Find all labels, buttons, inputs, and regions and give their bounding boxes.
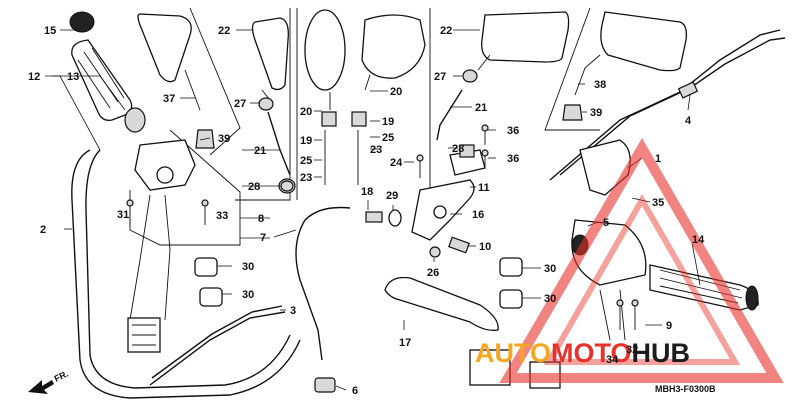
screws [126,124,639,330]
callout-27-right: 27 [434,71,446,83]
watermark-auto: AUTO [475,338,551,368]
callout-22-left: 22 [218,25,230,37]
automotohub-watermark: AUTOMOTOHUB [475,138,784,383]
callout-39-right: 39 [590,107,602,119]
callout-28-right: 28 [452,143,464,155]
callout-12: 12 [28,71,40,83]
callout-25-left: 25 [300,155,312,167]
callout-30-left-b: 30 [242,289,254,301]
mirror-right [562,11,688,121]
grip-left [69,11,146,133]
throttle-cable [549,29,786,181]
callout-38: 38 [594,79,606,91]
cable-3 [149,305,286,386]
callout-14: 14 [692,234,705,246]
clamp-30-left-b [199,287,223,307]
front-indicator-label: FR. [53,369,70,384]
callout-6: 6 [352,385,358,397]
part-labels: 15 13 12 37 39 22 27 21 28 20 19 25 23 2… [28,25,716,397]
callout-32: 32 [626,344,638,356]
callout-20-left: 20 [300,106,312,118]
group-box-left-mirror [189,7,241,156]
callout-3: 3 [290,305,296,317]
clamp-30-right-b [499,289,523,309]
group-box-mirror-20 [296,8,431,200]
watermark-text: AUTOMOTOHUB [475,338,690,368]
callout-31: 31 [117,209,129,221]
callout-36-top: 36 [507,125,519,137]
callout-7: 7 [260,232,266,244]
watermark-hub: HUB [632,338,691,368]
callout-36-bottom: 36 [507,153,519,165]
callout-9: 9 [666,320,672,332]
bolt-18-washer-29 [365,209,402,227]
leader-lines [45,29,701,391]
switch-left-assembly [127,139,196,353]
lever-bracket [411,149,486,241]
callout-16: 16 [472,209,484,221]
callout-17: 17 [399,337,411,349]
callout-2: 2 [40,224,46,236]
callout-21-left: 21 [254,145,266,157]
clutch-cable-left [71,149,301,399]
callout-25-right: 25 [382,132,394,144]
group-box-mirror-right [544,7,600,131]
mirror-22-left [251,17,296,194]
callout-13: 13 [67,71,79,83]
mirror-20-center [304,9,346,185]
clamp-30-left-a [194,257,218,277]
watermark-moto: MOTO [551,338,632,368]
diagram-code: MBH3-F0300B [655,384,716,394]
callout-27-left: 27 [234,98,246,110]
callout-18: 18 [361,186,373,198]
callout-30-right-b: 30 [544,293,556,305]
callout-34: 34 [606,354,619,366]
callout-10: 10 [479,241,491,253]
mirror-20-right [351,14,426,185]
callout-30-right-a: 30 [544,263,556,275]
clutch-lever [384,276,499,331]
callout-24: 24 [390,157,403,169]
callout-8: 8 [258,213,264,225]
clamp-30-right-a [499,257,523,277]
callout-28-left: 28 [248,181,260,193]
callout-15: 15 [44,25,56,37]
callout-26: 26 [427,267,439,279]
callout-5: 5 [603,217,609,229]
callout-39-left: 39 [218,133,230,145]
callout-30-left-a: 30 [242,261,254,273]
cable-7 [295,206,351,393]
callout-33: 33 [216,210,228,222]
callout-37: 37 [163,93,175,105]
callout-20-right: 20 [390,86,402,98]
callout-23-left: 23 [300,172,312,184]
callout-1: 1 [655,153,661,165]
mirror-left [137,13,215,149]
pivot-10-26 [429,236,470,258]
callout-29: 29 [386,190,398,202]
front-direction-arrow: FR. [28,369,70,394]
callout-23-right: 23 [370,144,382,156]
callout-19-right: 19 [382,116,394,128]
callout-35: 35 [652,197,664,209]
callout-4: 4 [685,115,692,127]
callout-19-left: 19 [300,135,312,147]
callout-22-right: 22 [440,25,452,37]
callout-11: 11 [478,182,490,194]
callout-21-right: 21 [475,102,487,114]
mirror-22-right [436,11,570,141]
group-box-mirror-22 [235,8,291,201]
